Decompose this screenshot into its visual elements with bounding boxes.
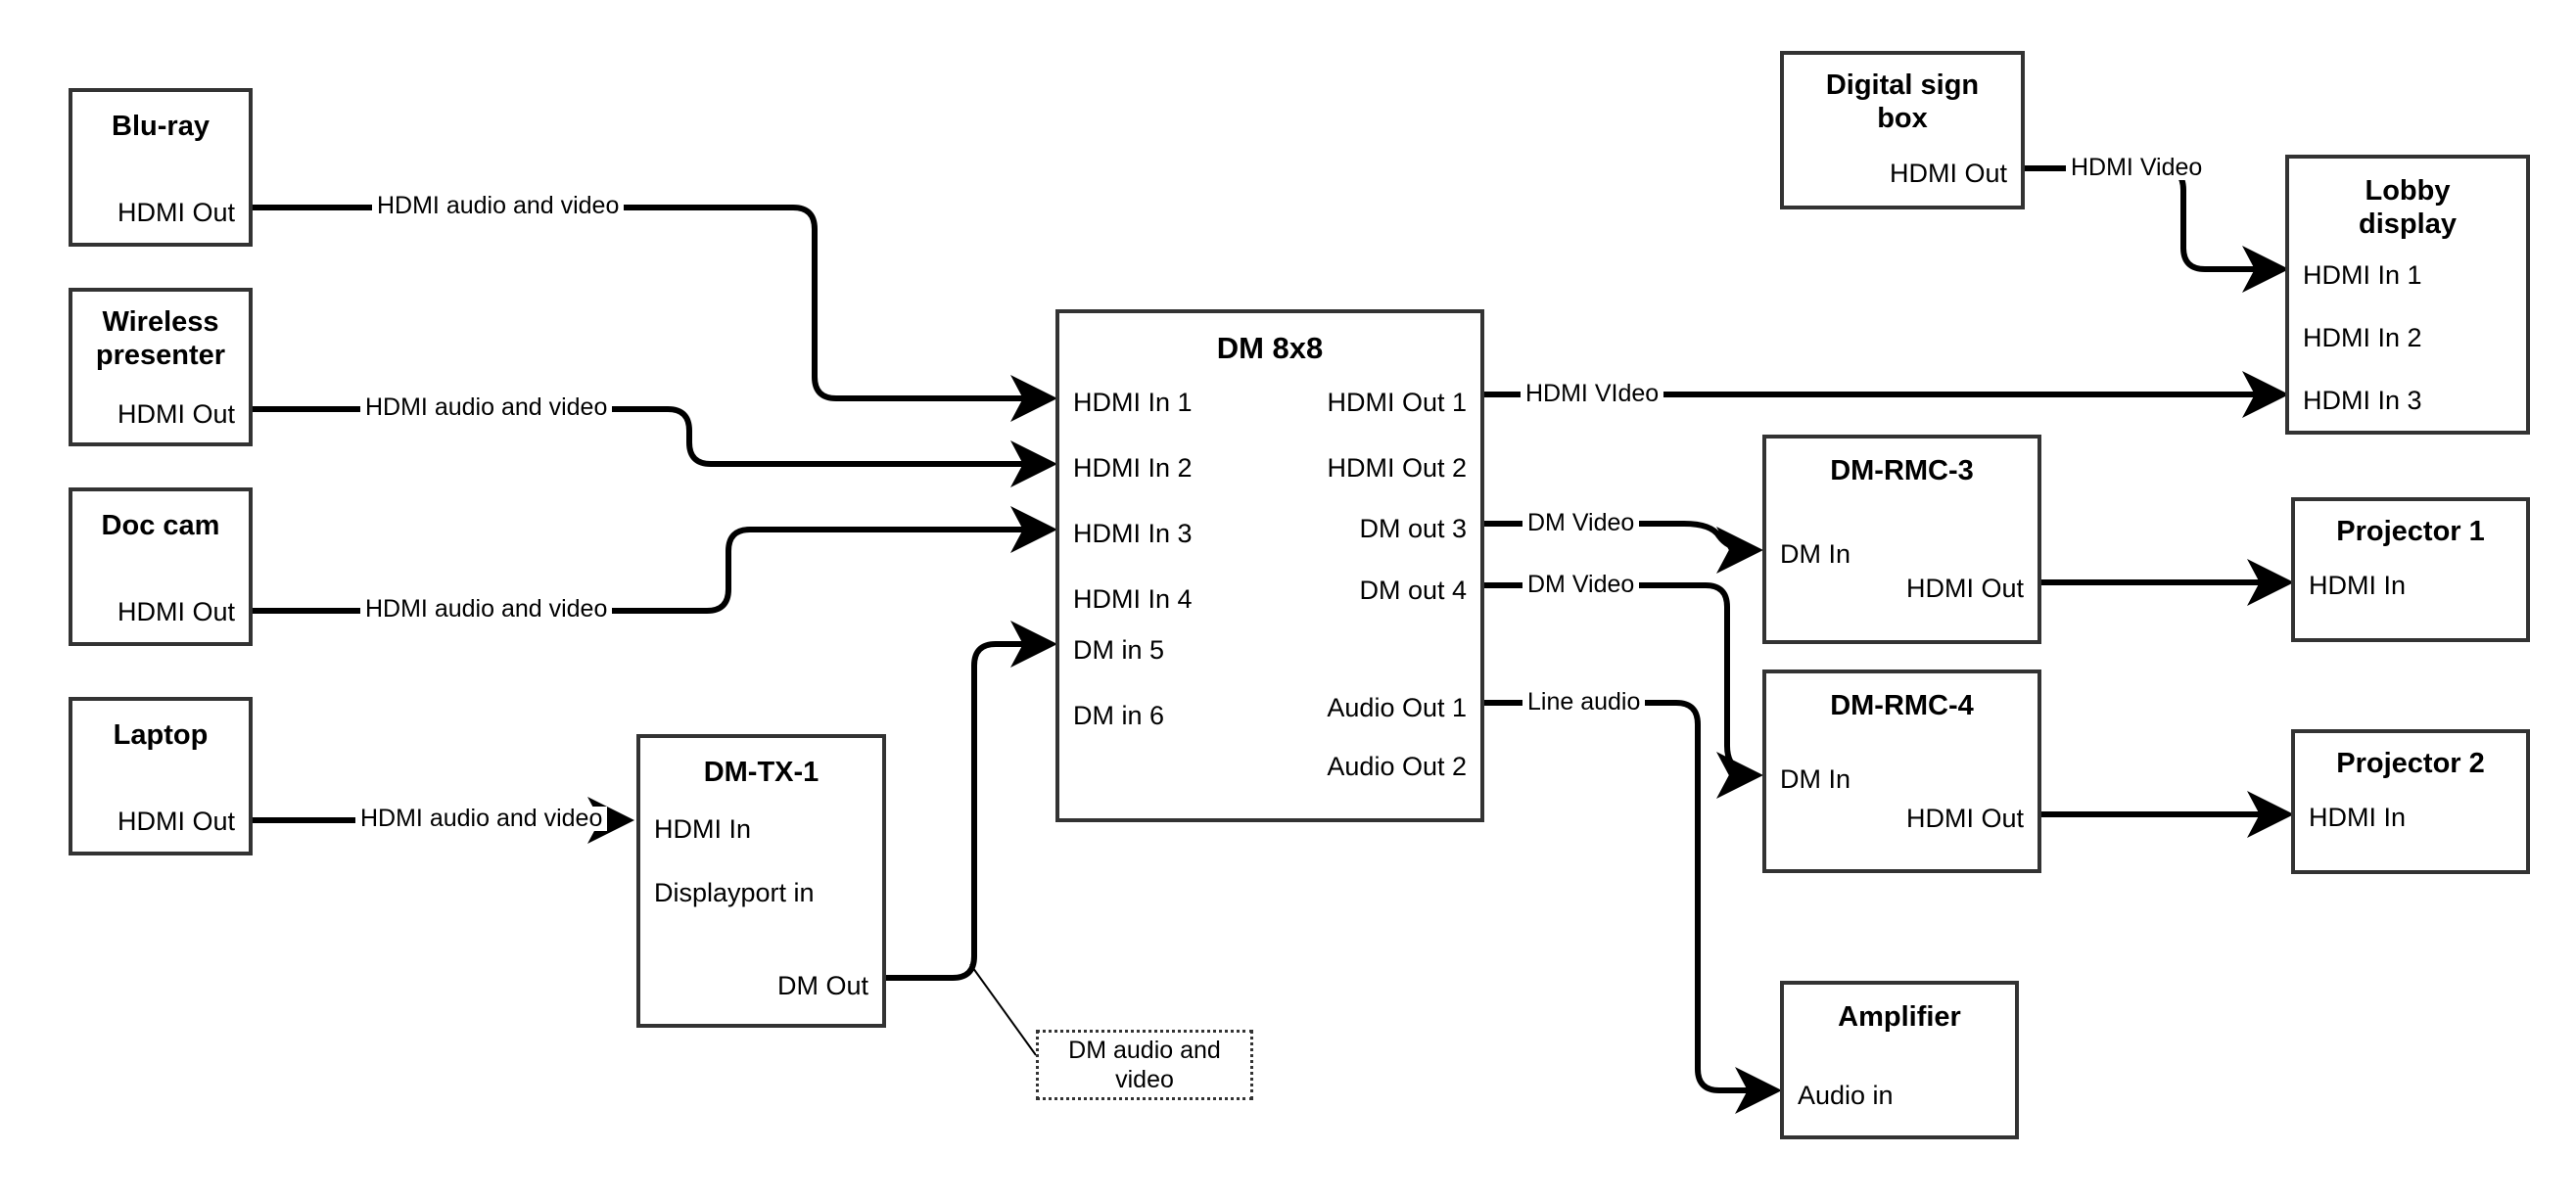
wire-label-hdmi-video-out1: HDMI VIdeo bbox=[1521, 382, 1664, 406]
node-dm-8x8-port-audio-out-1: Audio Out 1 bbox=[1327, 693, 1467, 722]
wire-label-hdmi-video-signbox: HDMI Video bbox=[2066, 156, 2208, 180]
wire-doccam-to-dm8x8 bbox=[253, 506, 1057, 614]
node-dm-8x8-port-hdmi-in-1: HDMI In 1 bbox=[1073, 388, 1193, 417]
node-dm-8x8-port-dm-out-4: DM out 4 bbox=[1359, 576, 1467, 605]
wire-dm8x8-to-rmc3 bbox=[1480, 521, 1763, 574]
node-lobby-display-port-hdmi-in-2: HDMI In 2 bbox=[2303, 323, 2422, 352]
annotation-dm-audio-video: DM audio and video bbox=[1036, 1030, 1253, 1100]
node-amplifier-port-audio-in: Audio in bbox=[1798, 1081, 1894, 1110]
node-amplifier[interactable]: Amplifier Audio in bbox=[1780, 981, 2019, 1139]
node-digital-sign-box-title: Digital sign box bbox=[1825, 69, 1980, 135]
node-dm-tx-1-port-dm-out: DM Out bbox=[776, 971, 868, 1000]
node-laptop-title: Laptop bbox=[113, 719, 209, 751]
node-projector-1-title: Projector 1 bbox=[2336, 516, 2485, 547]
node-lobby-display[interactable]: Lobby display HDMI In 1 HDMI In 2 HDMI I… bbox=[2285, 155, 2530, 435]
wire-dmtx1-to-dm8x8 bbox=[886, 621, 1057, 981]
node-projector-1[interactable]: Projector 1 HDMI In bbox=[2291, 497, 2530, 642]
node-dm-8x8-port-hdmi-out-1: HDMI Out 1 bbox=[1327, 388, 1467, 417]
node-dm-rmc-4[interactable]: DM-RMC-4 DM In HDMI Out bbox=[1762, 670, 2041, 873]
node-dm-8x8-port-hdmi-in-4: HDMI In 4 bbox=[1073, 584, 1193, 614]
node-dm-8x8-port-hdmi-in-3: HDMI In 3 bbox=[1073, 519, 1193, 548]
wire-label-bluray: HDMI audio and video bbox=[372, 194, 625, 218]
node-digital-sign-box[interactable]: Digital sign box HDMI Out bbox=[1780, 51, 2025, 209]
node-wireless-presenter-title: Wireless presenter bbox=[95, 306, 226, 372]
node-wireless-presenter-port-hdmi-out: HDMI Out bbox=[117, 399, 235, 429]
node-bluray-port-hdmi-out: HDMI Out bbox=[117, 198, 235, 227]
wire-signbox-to-lobby-in1 bbox=[2025, 165, 2289, 293]
node-bluray-title: Blu-ray bbox=[112, 111, 210, 142]
wire-dm8x8-to-rmc4 bbox=[1480, 582, 1763, 799]
node-dm-8x8-port-audio-out-2: Audio Out 2 bbox=[1327, 752, 1467, 781]
node-dm-8x8-port-dm-in-5: DM in 5 bbox=[1073, 635, 1165, 665]
node-laptop[interactable]: Laptop HDMI Out bbox=[69, 697, 253, 855]
node-dm-tx-1-port-displayport-in: Displayport in bbox=[654, 878, 815, 907]
node-dm-rmc-3-title: DM-RMC-3 bbox=[1830, 455, 1974, 486]
node-dm-tx-1-title: DM-TX-1 bbox=[703, 757, 820, 788]
node-bluray[interactable]: Blu-ray HDMI Out bbox=[69, 88, 253, 247]
node-dm-8x8-port-hdmi-out-2: HDMI Out 2 bbox=[1327, 453, 1467, 483]
node-projector-2-port-hdmi-in: HDMI In bbox=[2309, 803, 2407, 832]
wire-wireless-to-dm8x8 bbox=[253, 406, 1057, 487]
node-projector-1-port-hdmi-in: HDMI In bbox=[2309, 571, 2407, 600]
node-digital-sign-box-port-hdmi-out: HDMI Out bbox=[1889, 159, 2007, 188]
node-projector-2[interactable]: Projector 2 HDMI In bbox=[2291, 729, 2530, 874]
node-dm-tx-1-port-hdmi-in: HDMI In bbox=[654, 814, 752, 844]
node-doc-cam-port-hdmi-out: HDMI Out bbox=[117, 597, 235, 626]
wire-dm8x8-to-amplifier bbox=[1480, 700, 1782, 1114]
node-doc-cam-title: Doc cam bbox=[101, 510, 220, 541]
wire-bluray-to-dm8x8 bbox=[253, 205, 1057, 422]
node-dm-8x8-title: DM 8x8 bbox=[1216, 331, 1324, 365]
node-dm-8x8-port-dm-out-3: DM out 3 bbox=[1359, 514, 1467, 543]
wire-label-doccam: HDMI audio and video bbox=[360, 597, 613, 622]
node-dm-rmc-3[interactable]: DM-RMC-3 DM In HDMI Out bbox=[1762, 435, 2041, 644]
node-dm-tx-1[interactable]: DM-TX-1 HDMI In Displayport in DM Out bbox=[636, 734, 886, 1028]
node-lobby-display-port-hdmi-in-3: HDMI In 3 bbox=[2303, 386, 2422, 415]
node-lobby-display-title: Lobby display bbox=[2359, 175, 2457, 241]
node-laptop-port-hdmi-out: HDMI Out bbox=[117, 807, 235, 836]
wire-label-dm-video-out4: DM Video bbox=[1522, 573, 1640, 597]
node-dm-rmc-3-port-hdmi-out: HDMI Out bbox=[1905, 574, 2024, 603]
node-dm-rmc-4-port-hdmi-out: HDMI Out bbox=[1905, 804, 2024, 833]
node-wireless-presenter[interactable]: Wireless presenter HDMI Out bbox=[69, 288, 253, 446]
node-projector-2-title: Projector 2 bbox=[2336, 748, 2485, 779]
node-dm-8x8[interactable]: DM 8x8 HDMI In 1 HDMI In 2 HDMI In 3 HDM… bbox=[1055, 309, 1484, 822]
node-amplifier-title: Amplifier bbox=[1838, 1001, 1961, 1033]
node-dm-rmc-4-port-dm-in: DM In bbox=[1780, 764, 1851, 794]
node-dm-8x8-port-dm-in-6: DM in 6 bbox=[1073, 701, 1165, 730]
wire-label-line-audio: Line audio bbox=[1522, 690, 1646, 715]
node-dm-rmc-4-title: DM-RMC-4 bbox=[1830, 690, 1974, 721]
node-dm-rmc-3-port-dm-in: DM In bbox=[1780, 539, 1851, 569]
node-doc-cam[interactable]: Doc cam HDMI Out bbox=[69, 487, 253, 646]
wire-label-dm-video-out3: DM Video bbox=[1522, 511, 1640, 535]
wire-label-laptop: HDMI audio and video bbox=[355, 807, 608, 831]
annotation-leader-line bbox=[969, 963, 1037, 1056]
wire-label-wireless: HDMI audio and video bbox=[360, 395, 613, 420]
node-dm-8x8-port-hdmi-in-2: HDMI In 2 bbox=[1073, 453, 1193, 483]
node-lobby-display-port-hdmi-in-1: HDMI In 1 bbox=[2303, 260, 2422, 290]
